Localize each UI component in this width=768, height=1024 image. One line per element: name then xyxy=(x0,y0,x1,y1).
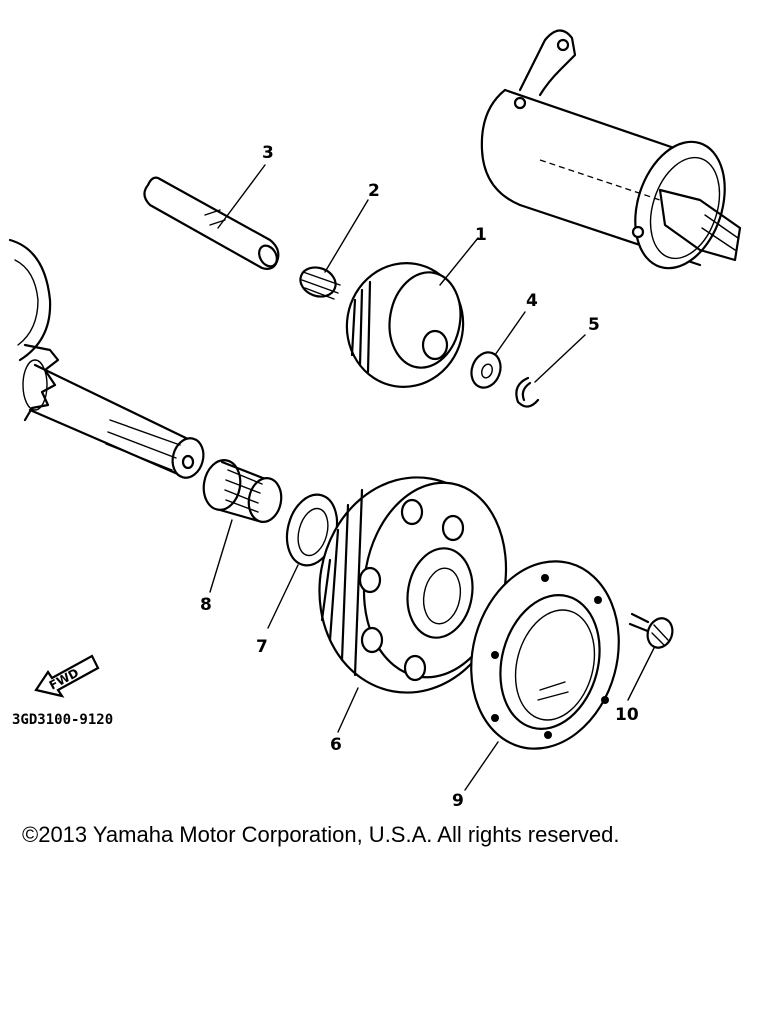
part-1-idle-gear xyxy=(345,237,479,388)
part-5-circlip xyxy=(515,334,586,408)
part-label-7: 7 xyxy=(256,637,268,657)
part-6-wheel-gear xyxy=(318,476,508,733)
part-label-10: 10 xyxy=(615,705,639,725)
part-label-9: 9 xyxy=(452,791,464,811)
part-8-bearing xyxy=(202,459,283,593)
part-2-bearing xyxy=(299,199,369,300)
copyright-notice: ©2013 Yamaha Motor Corporation, U.S.A. A… xyxy=(22,822,620,847)
part-label-4: 4 xyxy=(526,291,538,311)
part-label-3: 3 xyxy=(262,143,274,163)
part-label-6: 6 xyxy=(330,735,342,755)
forward-arrow-icon: FWD xyxy=(34,654,100,698)
exploded-parts-diagram: FWD 3 2 1 4 5 8 7 6 9 10 3GD3100-9120 xyxy=(8,29,742,811)
crankshaft xyxy=(8,238,205,479)
part-10-bolt xyxy=(627,612,674,701)
svg-text:FWD: FWD xyxy=(47,666,81,693)
diagram-code: 3GD3100-9120 xyxy=(12,712,113,728)
part-label-1: 1 xyxy=(475,225,487,245)
part-label-5: 5 xyxy=(588,315,600,335)
part-label-8: 8 xyxy=(200,595,212,615)
part-label-2: 2 xyxy=(368,181,380,201)
part-4-washer xyxy=(470,311,526,389)
part-9-one-way-clutch xyxy=(464,560,620,791)
starter-motor xyxy=(480,29,742,270)
part-3-shaft xyxy=(143,164,280,270)
